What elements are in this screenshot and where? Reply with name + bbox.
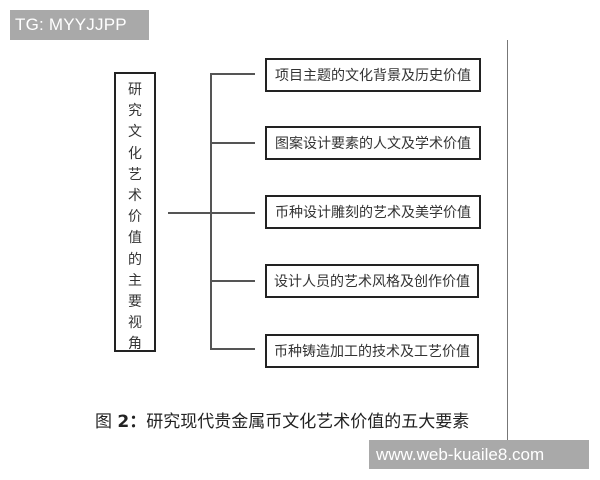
branch-node-3: 币种设计雕刻的艺术及美学价值 (265, 195, 481, 229)
branch-connector-5 (210, 348, 255, 350)
caption-prefix: 图 (95, 412, 118, 432)
root-char: 主 (128, 272, 142, 289)
root-char: 化 (128, 145, 142, 162)
root-char: 价 (128, 209, 142, 226)
caption-number: 2： (117, 412, 147, 432)
root-char: 研 (128, 82, 142, 98)
watermark-bottom: www.web-kuaile8.com (369, 440, 589, 469)
root-char: 文 (128, 124, 142, 141)
branch-connector-1 (210, 73, 255, 75)
root-char: 艺 (128, 166, 142, 183)
branch-connector-4 (210, 280, 255, 282)
root-char: 术 (128, 188, 142, 205)
figure-caption: 图 2：研究现代贵金属币文化艺术价值的五大要素 (95, 407, 515, 432)
branch-connector-2 (210, 142, 255, 144)
caption-text: 研究现代贵金属币文化艺术价值的五大要素 (146, 412, 470, 432)
branch-node-4: 设计人员的艺术风格及创作价值 (265, 264, 479, 298)
root-char: 的 (128, 251, 142, 268)
branch-node-5: 币种铸造加工的技术及工艺价值 (265, 334, 479, 368)
branch-node-1: 项目主题的文化背景及历史价值 (265, 58, 481, 92)
root-char: 究 (128, 103, 142, 120)
branch-trunk (210, 73, 212, 349)
root-char: 值 (128, 230, 142, 247)
root-node: 研 究 文 化 艺 术 价 值 的 主 要 视 角 (114, 72, 156, 352)
root-connector (168, 212, 255, 214)
page-edge-rule (507, 40, 508, 440)
branch-node-2: 图案设计要素的人文及学术价值 (265, 126, 481, 160)
root-char: 视 (128, 315, 142, 332)
root-char: 角 (128, 336, 142, 353)
watermark-top: TG: MYYJJPP (10, 10, 149, 40)
root-char: 要 (128, 294, 142, 311)
